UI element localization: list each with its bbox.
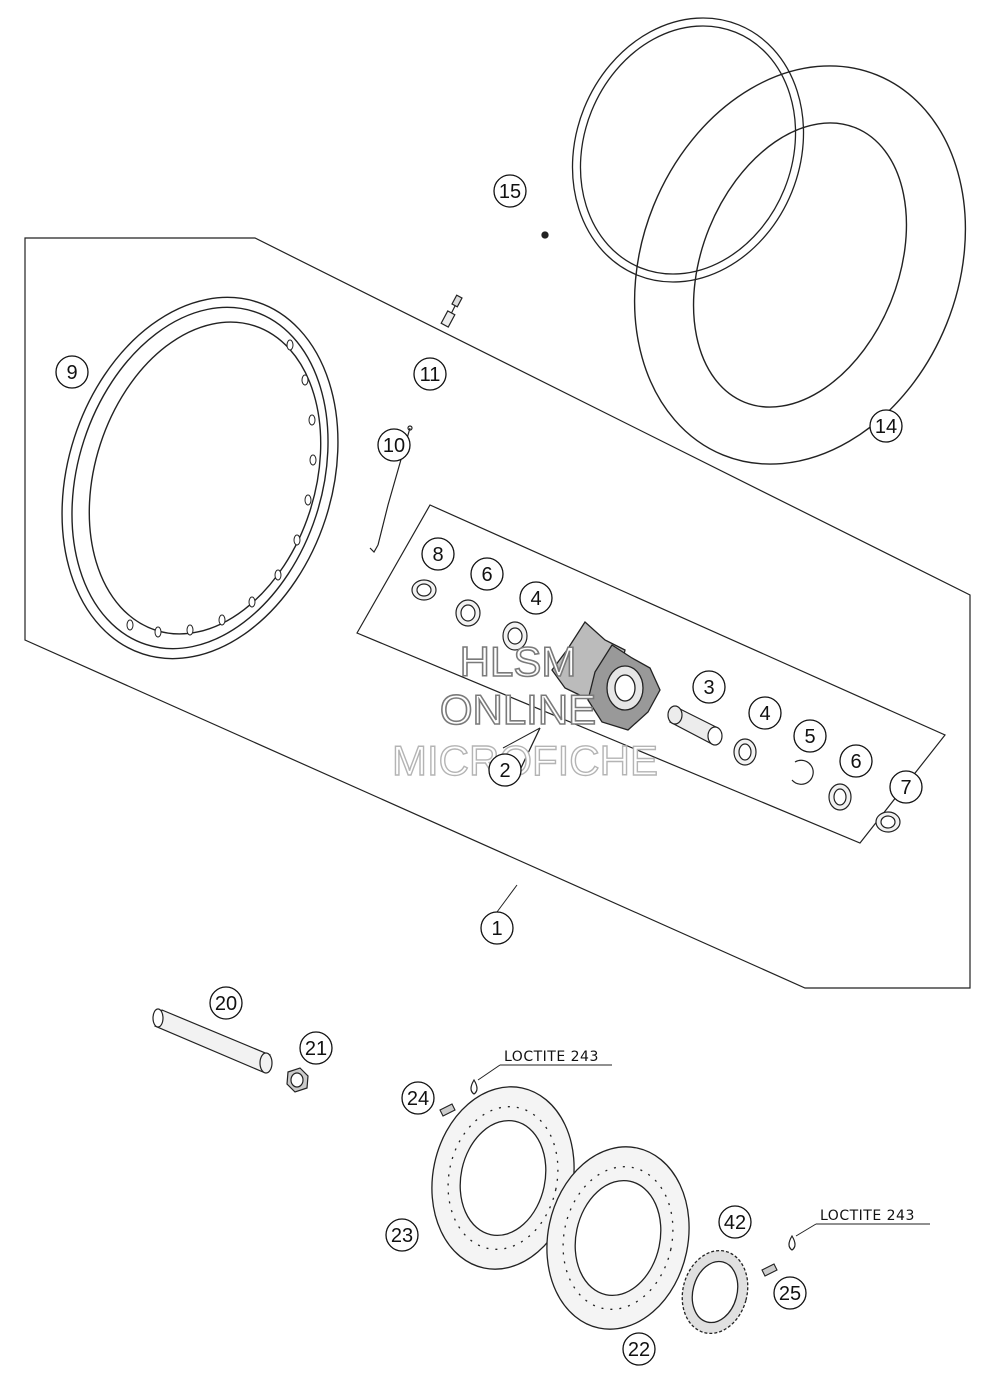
svg-text:9: 9 bbox=[66, 362, 77, 384]
svg-text:8: 8 bbox=[432, 544, 443, 566]
loctite-note-right: LOCTITE 243 bbox=[795, 1208, 930, 1237]
watermark-line3: MICROFICHE bbox=[392, 737, 658, 784]
callout-42[interactable]: 42 bbox=[718, 1205, 752, 1239]
loctite-label-left: LOCTITE 243 bbox=[504, 1049, 599, 1065]
watermark-line1: HLSM bbox=[460, 638, 577, 685]
svg-text:14: 14 bbox=[875, 416, 897, 438]
callout-11[interactable]: 11 bbox=[413, 357, 447, 391]
callout-4b[interactable]: 4 bbox=[748, 696, 782, 730]
loctite-label-right: LOCTITE 243 bbox=[820, 1208, 915, 1224]
rim-spoke-holes bbox=[126, 339, 317, 638]
abs-ring-drawing bbox=[681, 1249, 749, 1335]
svg-text:21: 21 bbox=[305, 1038, 327, 1060]
watermark-line2: ONLINE bbox=[440, 686, 596, 733]
svg-text:4: 4 bbox=[530, 588, 541, 610]
callout-23[interactable]: 23 bbox=[385, 1218, 419, 1252]
tire-drawing bbox=[633, 65, 967, 465]
spacer-drawing bbox=[667, 705, 723, 746]
callout-3[interactable]: 3 bbox=[692, 670, 726, 704]
callout-22[interactable]: 22 bbox=[622, 1332, 656, 1366]
hub-left-parts bbox=[411, 579, 528, 651]
hub-drawing bbox=[519, 621, 661, 771]
svg-text:1: 1 bbox=[491, 918, 502, 940]
svg-text:20: 20 bbox=[215, 993, 237, 1015]
callout-4a[interactable]: 4 bbox=[519, 581, 553, 615]
svg-text:15: 15 bbox=[499, 181, 521, 203]
svg-text:4: 4 bbox=[759, 703, 770, 725]
brake-disc-23-drawing bbox=[431, 1086, 575, 1270]
watermark: HLSM ONLINE MICROFICHE bbox=[391, 637, 658, 785]
callout-8[interactable]: 8 bbox=[421, 537, 455, 571]
svg-text:3: 3 bbox=[703, 677, 714, 699]
callout-10[interactable]: 10 bbox=[377, 428, 411, 462]
callout-21[interactable]: 21 bbox=[299, 1031, 333, 1065]
svg-text:22: 22 bbox=[628, 1339, 650, 1361]
callout-2[interactable]: 2 bbox=[488, 753, 522, 787]
svg-text:7: 7 bbox=[900, 777, 911, 799]
valve-drawing bbox=[440, 294, 463, 328]
callout-5[interactable]: 5 bbox=[793, 719, 827, 753]
svg-text:10: 10 bbox=[383, 435, 405, 457]
callout-24[interactable]: 24 bbox=[401, 1081, 435, 1115]
callout-7[interactable]: 7 bbox=[889, 770, 923, 804]
callout-6a[interactable]: 6 bbox=[470, 557, 504, 591]
rim-drawing bbox=[61, 296, 339, 660]
callouts-layer: 1 2 3 4 4 5 6 6 7 8 9 10 11 14 15 20 21 … bbox=[55, 174, 923, 1366]
svg-text:5: 5 bbox=[804, 726, 815, 748]
svg-text:6: 6 bbox=[850, 751, 861, 773]
svg-text:11: 11 bbox=[420, 364, 441, 386]
callout-6b[interactable]: 6 bbox=[839, 744, 873, 778]
svg-text:25: 25 bbox=[779, 1283, 801, 1305]
axle-nut-drawing bbox=[286, 1067, 309, 1093]
callout-9[interactable]: 9 bbox=[55, 355, 89, 389]
rim-band-drawing bbox=[541, 17, 805, 283]
svg-text:23: 23 bbox=[391, 1225, 413, 1247]
svg-text:2: 2 bbox=[499, 760, 510, 782]
assembly-outline bbox=[24, 237, 971, 989]
screw-drawings bbox=[439, 1103, 778, 1277]
brake-disc-22-drawing bbox=[546, 1146, 690, 1330]
hub-right-parts bbox=[733, 738, 901, 833]
loctite-drops bbox=[470, 1078, 796, 1251]
callout-1[interactable]: 1 bbox=[480, 911, 514, 945]
leader-lines bbox=[496, 727, 541, 913]
callout-14[interactable]: 14 bbox=[869, 409, 903, 443]
callout-15[interactable]: 15 bbox=[493, 174, 527, 208]
hub-panel bbox=[356, 504, 946, 844]
svg-text:6: 6 bbox=[481, 564, 492, 586]
loctite-note-left: LOCTITE 243 bbox=[477, 1049, 612, 1081]
callout-20[interactable]: 20 bbox=[209, 986, 243, 1020]
svg-text:42: 42 bbox=[724, 1212, 746, 1234]
axle-drawing bbox=[152, 1008, 273, 1074]
svg-text:24: 24 bbox=[407, 1088, 429, 1110]
callout-25[interactable]: 25 bbox=[773, 1276, 807, 1310]
